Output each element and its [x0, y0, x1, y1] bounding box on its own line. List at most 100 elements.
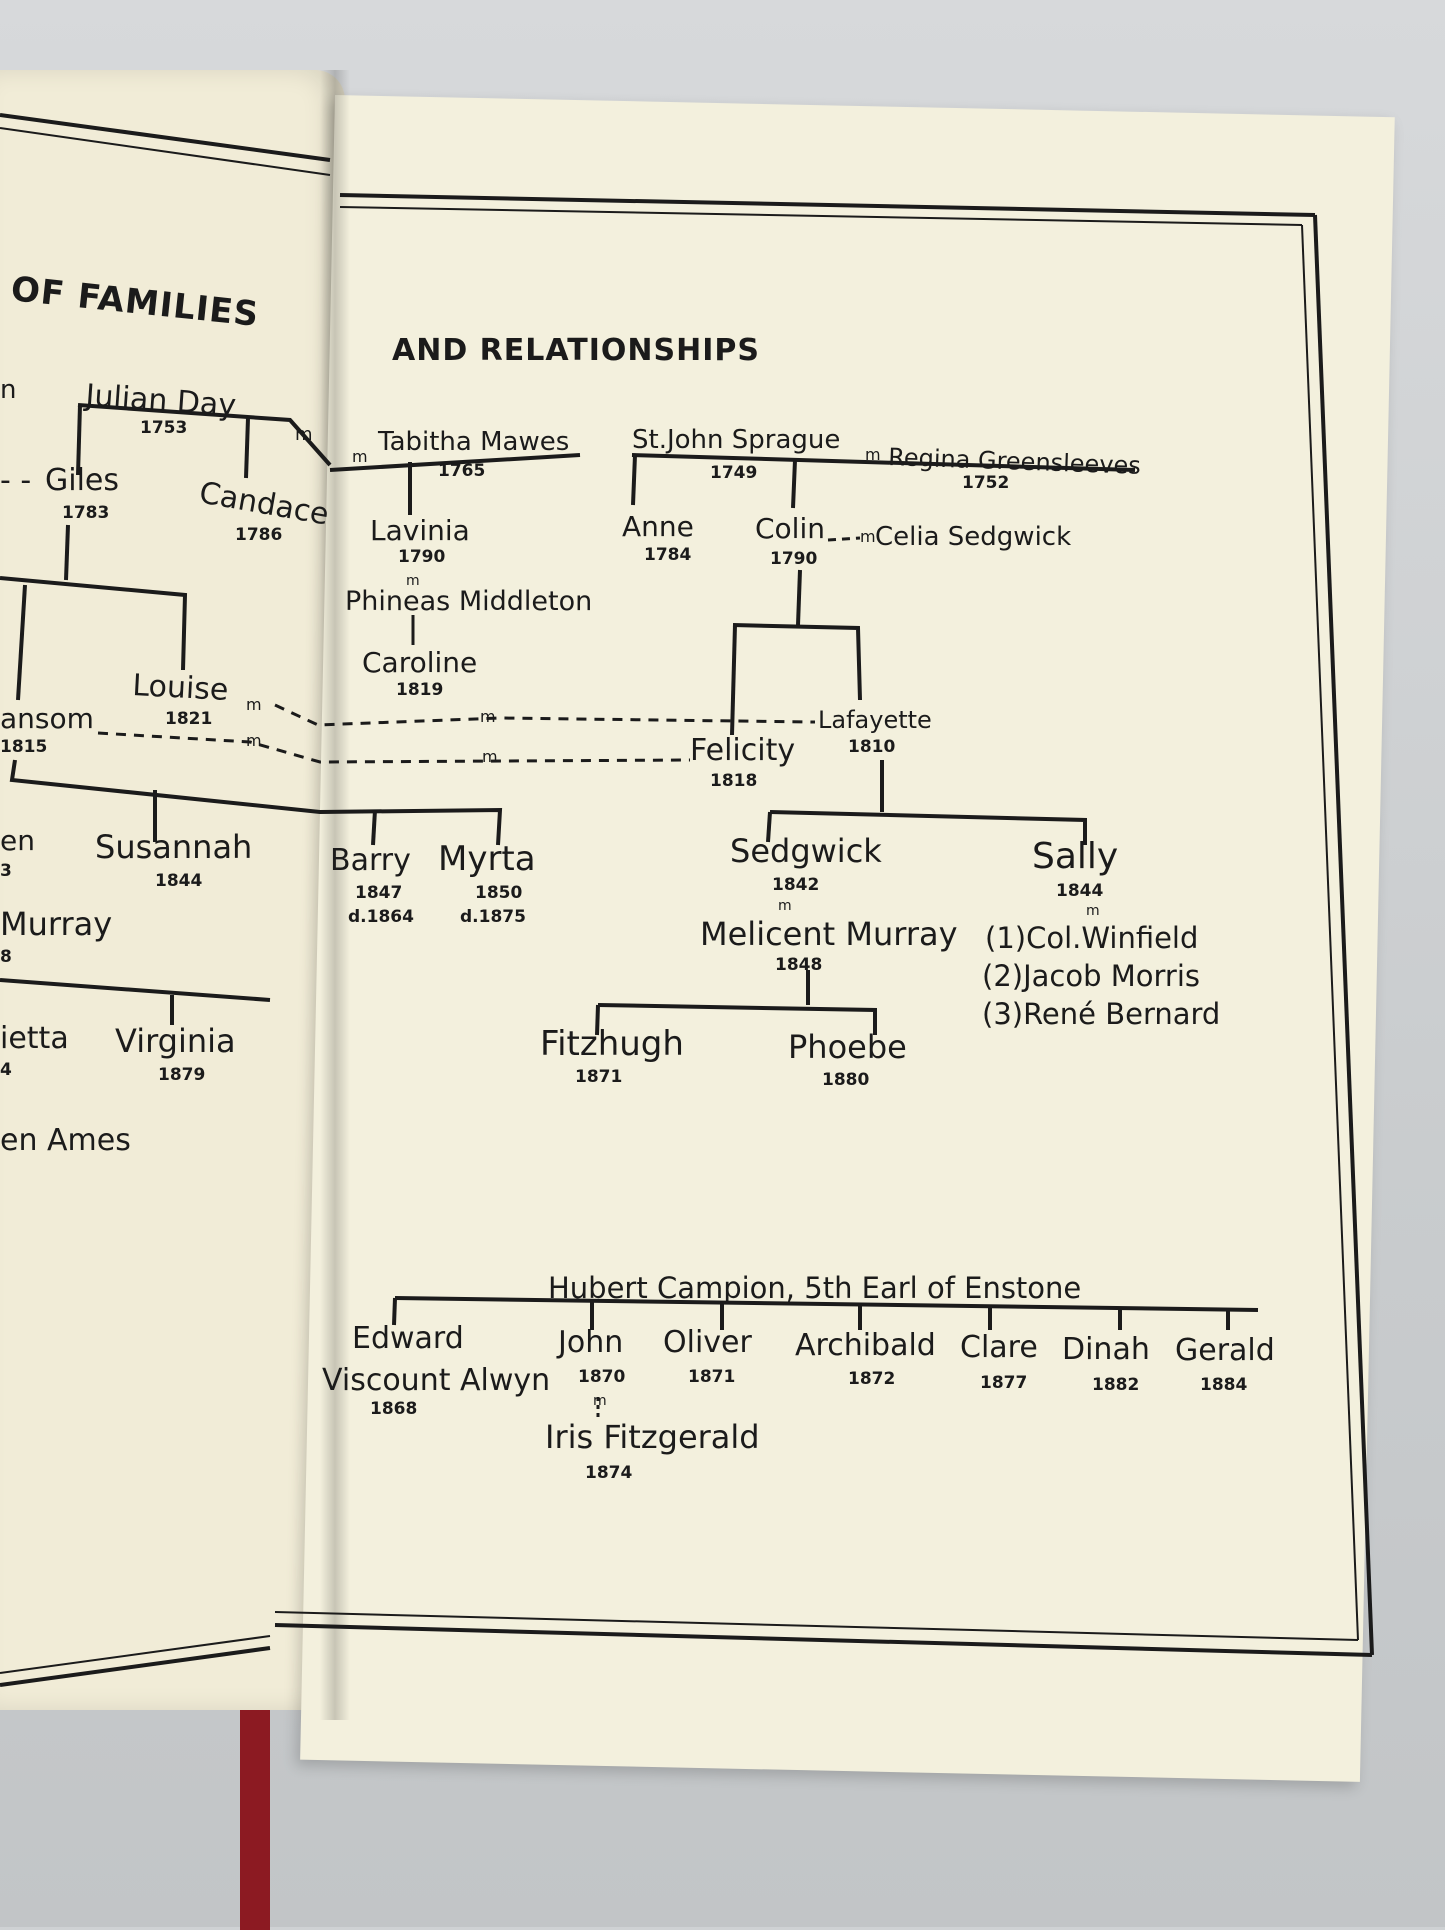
- marriage-sally: m: [1086, 903, 1100, 919]
- year-virginia: 1879: [158, 1065, 205, 1085]
- left-top-border-inner: [0, 127, 331, 176]
- year-dinah: 1882: [1092, 1375, 1139, 1395]
- year-louise: 1821: [165, 709, 212, 729]
- name-regina: Regina Greensleeves: [888, 443, 1141, 480]
- name-archibald: Archibald: [795, 1328, 936, 1363]
- name-louise: Louise: [132, 668, 230, 708]
- name-giles: Giles: [45, 463, 119, 498]
- year-regina: 1752: [962, 473, 1009, 493]
- year-ansom: 1815: [0, 737, 47, 757]
- year-myrta: 1850: [475, 883, 522, 903]
- name-susannah: Susannah: [95, 828, 252, 866]
- death-barry: d.1864: [348, 907, 414, 927]
- name-barry: Barry: [330, 843, 411, 878]
- name-viscount: Viscount Alwyn: [322, 1363, 550, 1398]
- year-fitzhugh: 1871: [575, 1067, 622, 1087]
- name-phoebe: Phoebe: [788, 1028, 907, 1066]
- name-celia: Celia Sedgwick: [875, 522, 1071, 552]
- name-melicent: Melicent Murray: [700, 915, 958, 953]
- year-melicent: 1848: [775, 955, 822, 975]
- name-edward: Edward: [352, 1321, 464, 1356]
- marriage-left-lower: m: [246, 731, 262, 750]
- year-tabitha: 1765: [438, 461, 485, 481]
- year-susannah: 1844: [155, 871, 202, 891]
- year-felicity: 1818: [710, 771, 757, 791]
- dash-giles: - -: [0, 463, 31, 498]
- left-bottom-border-inner: [0, 1635, 271, 1674]
- right-side-border-inner: [1301, 224, 1359, 1641]
- name-felicity: Felicity: [690, 733, 795, 768]
- marriage-tabitha: m: [352, 447, 368, 466]
- year-candace: 1786: [235, 525, 282, 545]
- year-anne: 1784: [644, 545, 691, 565]
- marriage-julian: m: [295, 424, 313, 445]
- death-myrta: d.1875: [460, 907, 526, 927]
- name-en: en: [0, 824, 35, 857]
- year-julian: 1753: [140, 418, 187, 438]
- year-murray: 8: [0, 947, 12, 967]
- year-edward: 1868: [370, 1399, 417, 1419]
- right-bottom-border: [274, 1623, 1373, 1657]
- marriage-left-upper: m: [246, 695, 262, 714]
- name-tabitha: Tabitha Mawes: [377, 427, 569, 457]
- year-sedgwick: 1842: [772, 875, 819, 895]
- name-murray: Murray: [0, 905, 112, 943]
- name-sally: Sally: [1032, 836, 1118, 877]
- marriage-dotted-upper: m: [480, 707, 496, 726]
- year-clare: 1877: [980, 1373, 1027, 1393]
- name-phineas: Phineas Middleton: [345, 586, 592, 617]
- marriage-john: m: [593, 1393, 607, 1409]
- book-cover-edge: [240, 1700, 270, 1930]
- name-clare: Clare: [960, 1330, 1038, 1365]
- name-virginia: Virginia: [115, 1022, 236, 1060]
- marriage-celia: m: [860, 527, 876, 546]
- name-en-ames: en Ames: [0, 1123, 131, 1158]
- marriage-regina: m: [865, 445, 881, 464]
- left-bottom-border: [0, 1646, 271, 1687]
- name-ietta: ietta: [0, 1021, 69, 1056]
- year-en: 3: [0, 861, 12, 881]
- year-gerald: 1884: [1200, 1375, 1247, 1395]
- name-iris: Iris Fitzgerald: [545, 1418, 760, 1456]
- left-heading: OF FAMILIES: [9, 269, 261, 335]
- year-barry: 1847: [355, 883, 402, 903]
- name-oliver: Oliver: [663, 1325, 752, 1360]
- name-gerald: Gerald: [1175, 1333, 1275, 1368]
- name-lavinia: Lavinia: [370, 514, 470, 547]
- year-stjohn: 1749: [710, 463, 757, 483]
- name-sedgwick: Sedgwick: [730, 832, 882, 870]
- year-giles: 1783: [62, 503, 109, 523]
- name-bernard: (3)René Bernard: [982, 997, 1220, 1031]
- year-john: 1870: [578, 1367, 625, 1387]
- left-page: [0, 70, 345, 1710]
- book-spine-shadow: [320, 70, 350, 1720]
- right-top-border: [339, 193, 1316, 217]
- right-bottom-border-inner: [274, 1611, 1359, 1641]
- name-winfield: (1)Col.Winfield: [985, 921, 1198, 955]
- year-oliver: 1871: [688, 1367, 735, 1387]
- name-n: n: [0, 375, 16, 405]
- name-colin: Colin: [755, 512, 825, 545]
- name-stjohn: St.John Sprague: [632, 425, 840, 455]
- name-julian-day: Julian Day: [82, 378, 237, 424]
- name-anne: Anne: [622, 510, 694, 543]
- name-lafayette: Lafayette: [818, 706, 932, 734]
- year-caroline: 1819: [396, 680, 443, 700]
- name-dinah: Dinah: [1062, 1332, 1150, 1367]
- name-hubert: Hubert Campion, 5th Earl of Enstone: [548, 1271, 1081, 1305]
- left-top-border: [0, 113, 331, 162]
- year-phoebe: 1880: [822, 1070, 869, 1090]
- marriage-lavinia: m: [406, 573, 420, 589]
- name-john: John: [556, 1325, 623, 1360]
- name-ansom: ansom: [0, 702, 94, 735]
- name-morris: (2)Jacob Morris: [982, 959, 1200, 993]
- right-side-border: [1313, 214, 1374, 1656]
- year-sally: 1844: [1056, 881, 1103, 901]
- year-ietta: 4: [0, 1060, 12, 1080]
- right-top-border-inner: [339, 206, 1303, 226]
- name-candace: Candace: [197, 475, 332, 532]
- year-lavinia: 1790: [398, 547, 445, 567]
- year-lafayette: 1810: [848, 737, 895, 757]
